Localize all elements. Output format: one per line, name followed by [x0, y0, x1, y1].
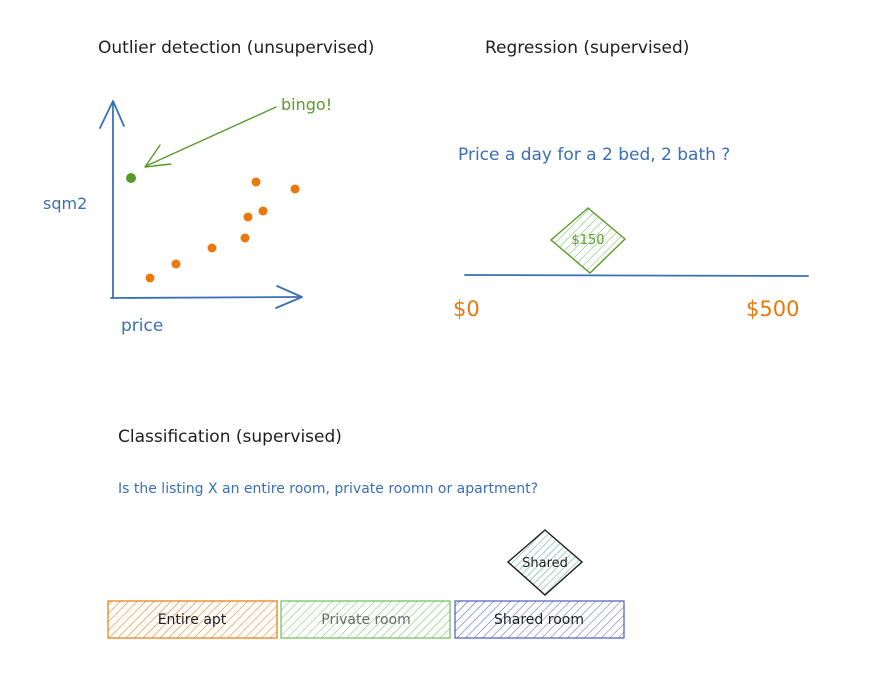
regression-marker: $150	[549, 207, 627, 274]
outlier-panel: Outlier detection (unsupervised) sqm2 pr…	[43, 38, 374, 336]
outlier-y-axis-arrowhead	[99, 100, 125, 129]
category-box-shared-room	[454, 600, 625, 639]
classification-question: Is the listing X an entire room, private…	[118, 481, 538, 497]
bingo-arrow	[145, 106, 277, 167]
category-label-shared-room: Shared room	[494, 612, 584, 628]
data-point	[243, 212, 253, 222]
bingo-label: bingo!	[281, 95, 332, 114]
outlier-x-axis	[110, 296, 301, 299]
category-label-entire-apt: Entire apt	[158, 612, 227, 628]
data-point	[207, 243, 217, 253]
regression-marker-label: $150	[571, 233, 604, 248]
classification-marker-label: Shared	[522, 556, 568, 571]
category-label-private-room: Private room	[321, 612, 410, 628]
outlier-y-label: sqm2	[43, 194, 87, 213]
regression-marker-diamond	[549, 207, 627, 274]
regression-panel: Regression (supervised) Price a day for …	[453, 38, 809, 321]
regression-question: Price a day for a 2 bed, 2 bath ?	[458, 145, 730, 165]
outlier-title: Outlier detection (unsupervised)	[98, 38, 374, 58]
data-point	[258, 206, 268, 216]
data-point	[251, 177, 261, 187]
regression-min-label: $0	[453, 297, 480, 321]
classification-panel: Classification (supervised) Is the listi…	[107, 427, 625, 639]
bingo-arrowhead	[144, 144, 172, 168]
category-box-private-room	[280, 600, 451, 639]
classification-title: Classification (supervised)	[118, 427, 342, 447]
data-point	[290, 184, 300, 194]
regression-number-line	[464, 274, 809, 277]
category-box-entire-apt	[107, 600, 278, 639]
classification-marker-diamond	[506, 529, 584, 596]
outlier-x-axis-arrowhead	[275, 285, 303, 309]
outlier-x-label: price	[121, 316, 163, 336]
regression-title: Regression (supervised)	[485, 38, 689, 58]
data-point	[171, 259, 181, 269]
data-point	[240, 233, 250, 243]
regression-max-label: $500	[746, 297, 799, 321]
outlier-point	[126, 173, 136, 183]
data-point	[145, 273, 155, 283]
